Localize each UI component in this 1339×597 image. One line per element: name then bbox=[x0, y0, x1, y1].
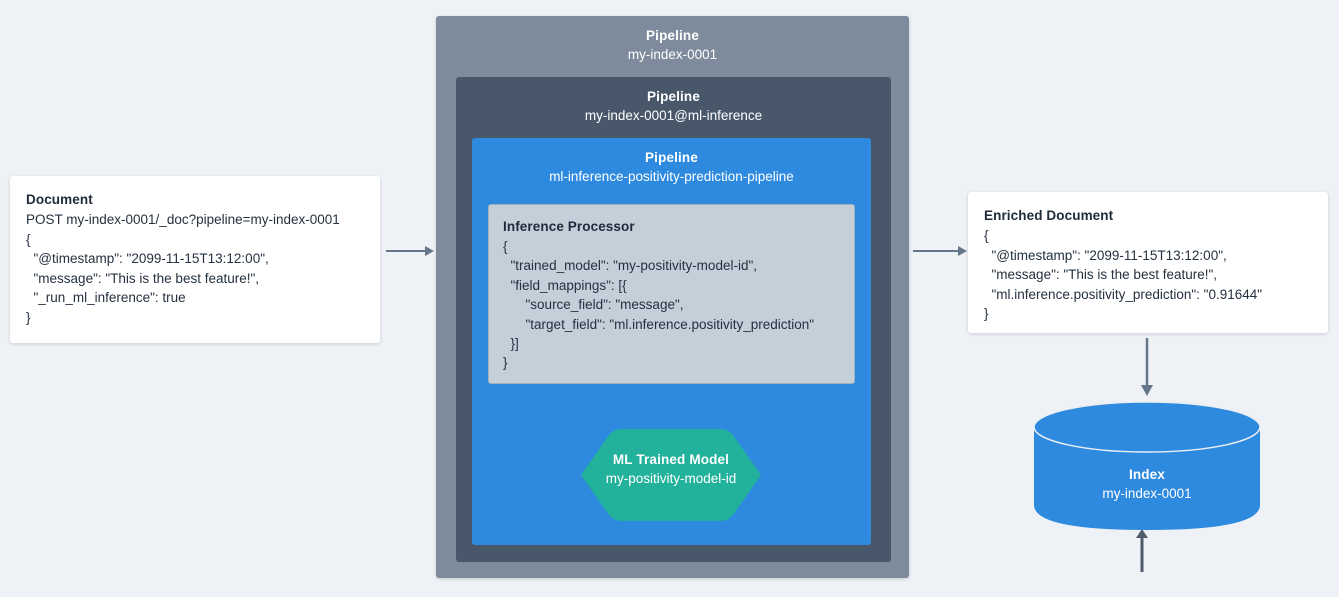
pipeline-middle-header: Pipeline my-index-0001@ml-inference bbox=[456, 77, 891, 126]
pipeline-outer-kind: Pipeline bbox=[646, 28, 699, 43]
pipeline-outer-name: my-index-0001 bbox=[627, 47, 718, 62]
document-line-5: } bbox=[26, 309, 31, 325]
enriched-document-line-3: "ml.inference.positivity_prediction": "0… bbox=[984, 286, 1263, 302]
enriched-document-line-0: { bbox=[984, 228, 989, 243]
document-card: Document POST my-index-0001/_doc?pipelin… bbox=[10, 176, 380, 343]
document-line-3: "message": "This is the best feature!", bbox=[26, 270, 260, 286]
pipeline-inner-name: ml-inference-positivity-prediction-pipel… bbox=[549, 169, 794, 184]
inference-processor-title: Inference Processor bbox=[503, 219, 635, 234]
document-title: Document bbox=[26, 192, 93, 207]
inference-processor-line-0: { bbox=[503, 239, 508, 254]
pipeline-middle-kind: Pipeline bbox=[647, 89, 700, 104]
ml-trained-model-hexagon: ML Trained Model my-positivity-model-id bbox=[557, 428, 785, 522]
inference-processor-card: Inference Processor { "trained_model": "… bbox=[488, 204, 855, 384]
inference-processor-line-3: "source_field": "message", bbox=[503, 297, 684, 313]
document-line-4: "_run_ml_inference": true bbox=[26, 290, 186, 306]
document-line-0: POST my-index-0001/_doc?pipeline=my-inde… bbox=[26, 212, 340, 227]
enriched-document-line-4: } bbox=[984, 306, 989, 322]
pipeline-inner-header: Pipeline ml-inference-positivity-predict… bbox=[472, 138, 871, 187]
pipeline-outer-box: Pipeline my-index-0001 Pipeline my-index… bbox=[436, 16, 1148, 578]
document-line-1: { bbox=[26, 231, 31, 247]
inference-processor-line-1: "trained_model": "my-positivity-model-id… bbox=[503, 258, 758, 274]
pipeline-middle-name: my-index-0001@ml-inference bbox=[584, 108, 763, 123]
index-cylinder: Index my-index-0001 bbox=[1033, 401, 1261, 531]
inference-processor-line-4: "target_field": "ml.inference.positivity… bbox=[503, 316, 815, 332]
arrow-pipeline-to-enriched-icon bbox=[913, 243, 967, 259]
pipeline-inner-kind: Pipeline bbox=[645, 150, 698, 165]
arrow-document-to-pipeline-icon bbox=[386, 243, 434, 259]
enriched-document-card: Enriched Document { "@timestamp": "2099-… bbox=[968, 192, 1328, 333]
pipeline-outer-header: Pipeline my-index-0001 bbox=[436, 16, 909, 65]
enriched-document-line-1: "@timestamp": "2099-11-15T13:12:00", bbox=[984, 247, 1227, 263]
pipeline-inner-box: Pipeline ml-inference-positivity-predict… bbox=[472, 138, 1148, 572]
arrow-model-to-processor-icon bbox=[1133, 528, 1151, 572]
document-line-2: "@timestamp": "2099-11-15T13:12:00", bbox=[26, 251, 269, 267]
inference-processor-line-6: } bbox=[503, 355, 508, 371]
inference-processor-line-2: "field_mappings": [{ bbox=[503, 277, 627, 293]
arrow-enriched-to-index-icon bbox=[1138, 338, 1156, 396]
inference-processor-line-5: }] bbox=[503, 336, 519, 352]
enriched-document-title: Enriched Document bbox=[984, 208, 1114, 223]
enriched-document-line-2: "message": "This is the best feature!", bbox=[984, 267, 1218, 283]
pipeline-middle-box: Pipeline my-index-0001@ml-inference Pipe… bbox=[456, 77, 1148, 572]
